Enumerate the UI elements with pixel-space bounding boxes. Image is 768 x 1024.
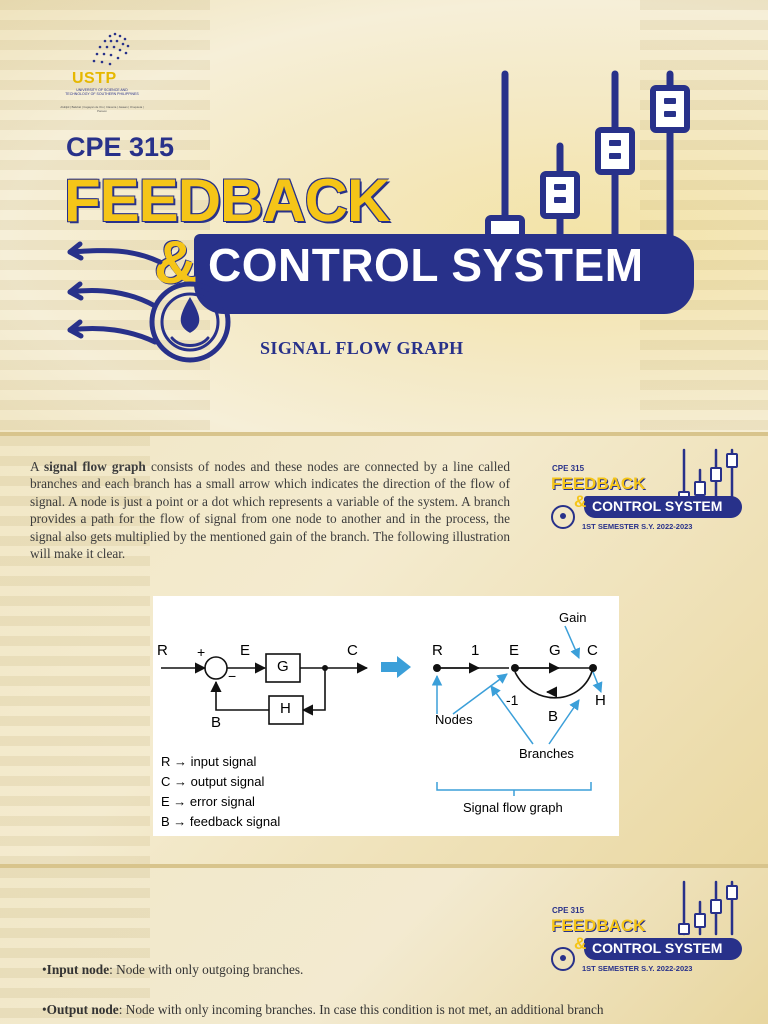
sfg-label-e: E — [509, 642, 519, 659]
legend-item: E → error signal — [161, 792, 280, 812]
block-label-r: R — [157, 642, 168, 659]
node-types-slide: CPE 315 FEEDBACK CONTROL SYSTEM & 1ST SE… — [0, 868, 768, 1024]
sfg-label-neg-one: -1 — [506, 692, 518, 708]
sfg-label-h: H — [595, 692, 606, 709]
legend-item: C → output signal — [161, 772, 280, 792]
mini-course-logo: CPE 315 FEEDBACK CONTROL SYSTEM & 1ST SE… — [548, 446, 748, 546]
definition-slide: A signal flow graph consists of nodes an… — [0, 436, 768, 864]
logo-subtitle: UNIVERSITY OF SCIENCE AND TECHNOLOGY OF … — [64, 88, 140, 96]
output-node-bullet: •Output node: Node with only incoming br… — [42, 1002, 742, 1018]
signal-flow-figure: R + − E G C H B R → input signal C → out… — [153, 596, 619, 836]
sfg-caption: Signal flow graph — [463, 800, 563, 815]
term-output-node: Output node — [47, 1002, 119, 1017]
mini-control-system: CONTROL SYSTEM — [592, 940, 722, 956]
block-label-plus: + — [197, 644, 205, 660]
mini-control-system: CONTROL SYSTEM — [592, 498, 722, 514]
slider-bars-icon — [470, 66, 710, 246]
sfg-label-r: R — [432, 642, 443, 659]
logo-tagline: Alubijid | Balubal | Cagayan de Oro | Cl… — [60, 105, 144, 113]
term-input-node: Input node — [47, 962, 109, 977]
legend-item: B → feedback signal — [161, 812, 280, 832]
term-signal-flow-graph: signal flow graph — [44, 459, 146, 474]
mini-gauge-icon — [548, 502, 578, 532]
logo-name: USTP — [72, 70, 117, 88]
block-label-g: G — [277, 658, 289, 675]
mini-feedback: FEEDBACK — [551, 474, 645, 494]
mini-course-code: CPE 315 — [552, 906, 584, 915]
title-control-system: CONTROL SYSTEM — [208, 238, 644, 292]
sfg-label-c: C — [587, 642, 598, 659]
intro-paragraph: A signal flow graph consists of nodes an… — [30, 458, 510, 562]
sfg-label-g: G — [549, 642, 561, 659]
sfg-branches-label: Branches — [519, 746, 574, 761]
title-feedback: FEEDBACK — [64, 166, 389, 235]
sfg-nodes-label: Nodes — [435, 712, 473, 727]
legend-item: R → input signal — [161, 752, 280, 772]
signal-legend: R → input signal C → output signal E → e… — [161, 752, 280, 832]
ustp-logo-icon — [80, 28, 140, 76]
slide-subtitle: SIGNAL FLOW GRAPH — [260, 338, 464, 359]
block-label-minus: − — [228, 668, 236, 684]
sfg-label-b: B — [548, 708, 558, 725]
mini-semester: 1ST SEMESTER S.Y. 2022-2023 — [582, 522, 692, 531]
flow-arrows-gauge-icon — [60, 236, 250, 366]
sfg-gain-label: Gain — [559, 610, 586, 625]
block-label-e: E — [240, 642, 250, 659]
sfg-label-one: 1 — [471, 642, 479, 659]
input-node-bullet: •Input node: Node with only outgoing bra… — [42, 962, 742, 978]
block-label-c: C — [347, 642, 358, 659]
course-code: CPE 315 — [66, 132, 174, 163]
block-label-h: H — [280, 700, 291, 717]
block-label-b: B — [211, 714, 221, 731]
mini-slider-bars-icon — [674, 878, 744, 936]
mini-feedback: FEEDBACK — [551, 916, 645, 936]
mini-course-code: CPE 315 — [552, 464, 584, 473]
title-slide: USTP UNIVERSITY OF SCIENCE AND TECHNOLOG… — [0, 0, 768, 432]
